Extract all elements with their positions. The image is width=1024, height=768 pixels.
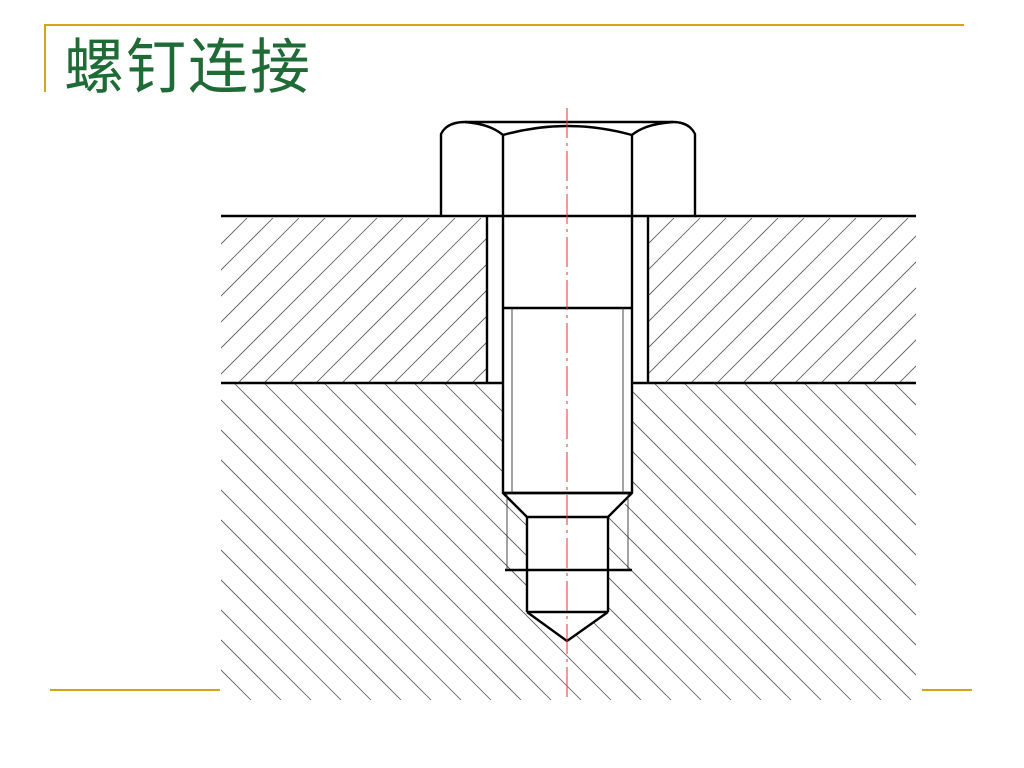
- hatch-line: [898, 365, 916, 383]
- screw-head-right-flat: [630, 120, 674, 216]
- hatch-line: [237, 218, 404, 383]
- hatch-line: [803, 383, 916, 700]
- hatch-line: [221, 218, 352, 349]
- top-rule: [44, 24, 964, 26]
- hatch-line: [951, 218, 1024, 383]
- thread-lines: [506, 308, 629, 570]
- hatch-line: [221, 218, 248, 245]
- hatch-line: [233, 383, 552, 700]
- hatch-line: [443, 383, 762, 700]
- screw-head-left-flat: [464, 120, 505, 216]
- hatch-line: [419, 315, 487, 383]
- hatch-line: [893, 383, 916, 700]
- hatch-line: [471, 367, 487, 383]
- upper-plate-left-hatch: [221, 218, 663, 383]
- hatch-line: [353, 383, 672, 700]
- hatch-line: [289, 218, 456, 383]
- upper-plate-right-hatch: [648, 218, 1024, 383]
- hatch-line: [221, 218, 326, 323]
- hatch-line: [623, 383, 916, 700]
- hatch-line: [221, 218, 378, 375]
- title-accent-bar: [44, 24, 46, 92]
- bottom-rule-left: [50, 689, 220, 691]
- hatch-line: [221, 218, 222, 219]
- page-title: 螺钉连接: [64, 33, 312, 103]
- hatch-line: [221, 383, 432, 700]
- hatch-line: [383, 383, 702, 700]
- hatch-line: [648, 218, 727, 297]
- hatch-line: [593, 383, 912, 700]
- hatch-line: [648, 218, 675, 245]
- hatch-line: [221, 383, 252, 700]
- hatch-line: [924, 383, 1024, 700]
- hatch-line: [413, 383, 732, 700]
- hatch-line: [977, 218, 1024, 383]
- hatch-line: [221, 218, 274, 271]
- hatch-line: [768, 235, 916, 383]
- hatch-line: [221, 383, 312, 700]
- hatch-line: [743, 383, 916, 700]
- hatch-line: [221, 383, 372, 700]
- hatch-line: [533, 383, 852, 700]
- hatch-line: [221, 383, 342, 700]
- hatch-line: [716, 218, 883, 383]
- hatch-line: [221, 218, 300, 297]
- hatch-line: [315, 218, 482, 383]
- hatch-line: [503, 383, 822, 700]
- hatch-line: [563, 383, 882, 700]
- hatch-line: [293, 383, 612, 700]
- hatch-line: [742, 218, 909, 383]
- hatch-line: [690, 218, 857, 383]
- hatch-line: [263, 383, 582, 700]
- hatch-line: [323, 383, 642, 700]
- hatch-line: [773, 383, 916, 700]
- bottom-rule-right: [922, 689, 972, 691]
- hatch-line: [221, 383, 282, 700]
- hatch-line: [221, 383, 402, 700]
- hatch-line: [664, 218, 831, 383]
- hatch-line: [1003, 218, 1024, 383]
- hatch-line: [713, 383, 916, 700]
- hatch-line: [393, 289, 487, 383]
- hatch-line: [820, 287, 916, 383]
- hatch-line: [221, 383, 462, 700]
- hatch-line: [648, 218, 753, 323]
- hatch-line: [221, 383, 222, 700]
- hatch-line: [954, 383, 1024, 700]
- outline: [221, 120, 916, 643]
- hatch-line: [794, 261, 916, 383]
- hatch-line: [445, 341, 487, 383]
- hatch-line: [648, 218, 805, 375]
- hatch-line: [984, 383, 1024, 700]
- hatch-line: [846, 313, 916, 383]
- hatch-line: [498, 218, 663, 383]
- hatch-line: [653, 383, 916, 700]
- hatch-line: [221, 383, 522, 700]
- hatch-line: [648, 218, 779, 349]
- hatch-line: [341, 237, 487, 383]
- hatch-line: [872, 339, 916, 383]
- hatch-line: [683, 383, 916, 700]
- hatch-line: [833, 383, 916, 700]
- hatch-line: [221, 383, 492, 700]
- hatch-line: [367, 263, 487, 383]
- hatch-line: [1014, 383, 1024, 700]
- hatch-line: [925, 218, 1024, 383]
- screw-head-outline: [439, 120, 697, 216]
- hatch-line: [863, 383, 916, 700]
- hatch-line: [648, 218, 701, 271]
- hatch-line: [263, 218, 430, 383]
